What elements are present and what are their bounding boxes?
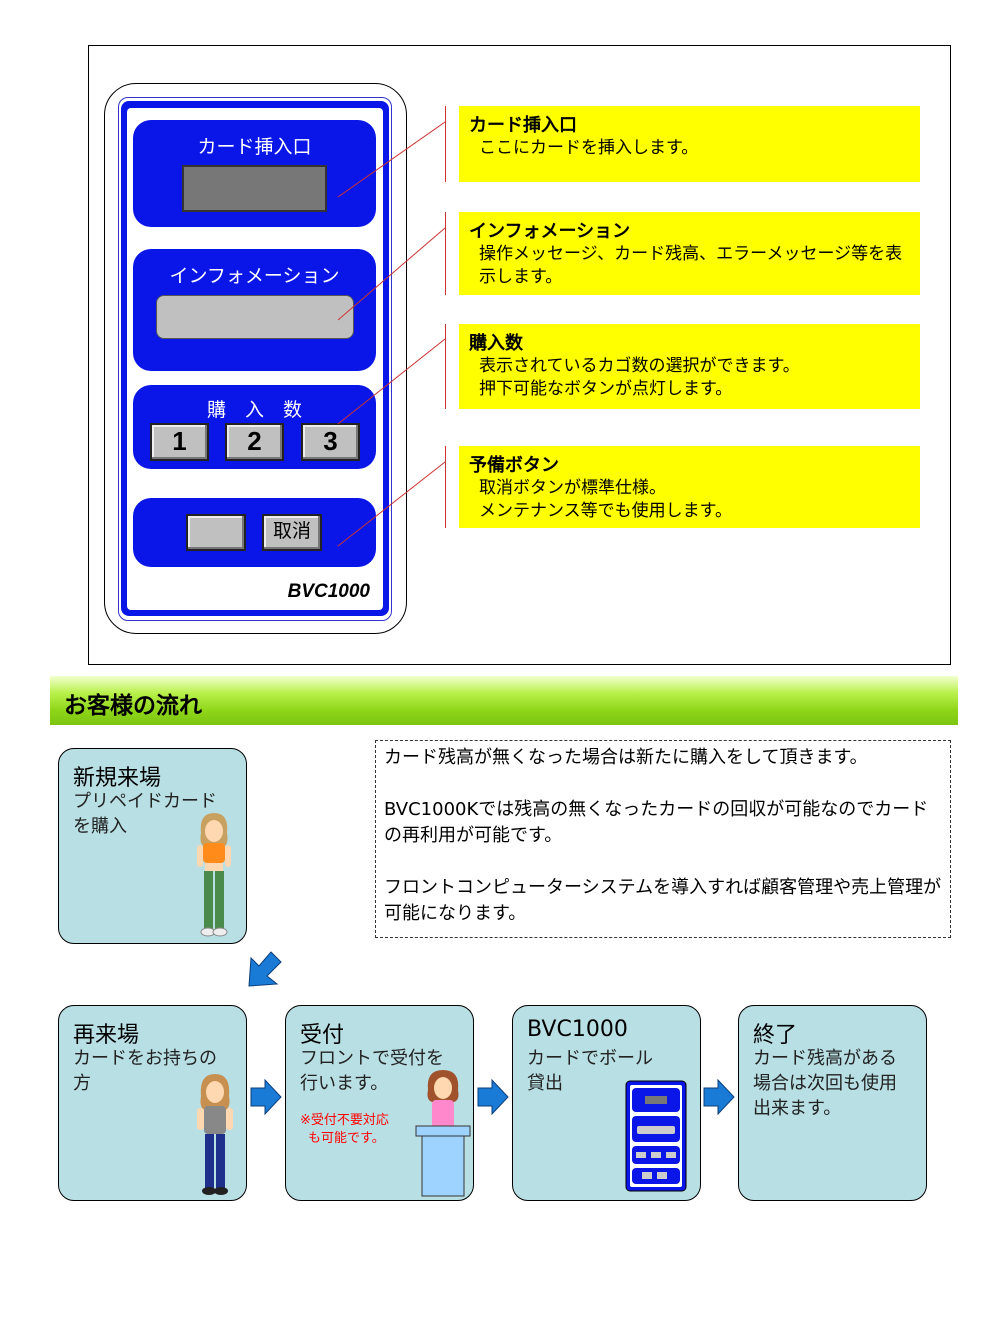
step-description: カードをお持ちの方 xyxy=(73,1048,217,1094)
note-line: フロントコンピューターシステムを導入すれば顧客管理や売上管理が可能になります。 xyxy=(384,877,942,924)
quantity-label: 購 入 数 xyxy=(206,399,302,421)
bvc1000-machine-icon xyxy=(625,1080,687,1192)
note-box: カード残高が無くなった場合は新たに購入をして頂きます。 BVC1000Kでは残高… xyxy=(375,740,951,938)
step-return-visit: 再来場 カードをお持ちの方 xyxy=(58,1005,247,1201)
spare-button-section xyxy=(133,498,376,567)
info-label: インフォメーション xyxy=(169,265,340,287)
callout-title: カード挿入口 xyxy=(469,115,577,136)
flow-header-bar xyxy=(50,676,958,725)
step-title: 終了 xyxy=(753,1023,798,1048)
callout-body: 操作メッセージ、カード残高、エラーメッセージ等を表示します。 xyxy=(479,244,903,287)
step-description: カード残高がある場合は次回も使用出来ます。 xyxy=(753,1048,897,1119)
step-title: 受付 xyxy=(300,1023,345,1048)
arrow-right-icon xyxy=(250,1078,282,1116)
card-slot[interactable] xyxy=(182,165,327,212)
cancel-button[interactable]: 取消 xyxy=(262,514,322,551)
step-description: カードでボール貸出 xyxy=(527,1048,653,1094)
reception-note-line: ※受付不要対応 xyxy=(300,1113,389,1128)
callout-bar xyxy=(445,324,446,409)
step-title: 再来場 xyxy=(73,1023,140,1048)
callout-bar xyxy=(445,212,446,295)
note-line: BVC1000Kでは残高の無くなったカードの回収が可能なのでカードの再利用が可能… xyxy=(384,799,929,846)
qty-button-1[interactable]: 1 xyxy=(150,423,209,461)
callout-body: 表示されているカゴ数の選択ができます。 xyxy=(479,356,800,376)
callout-quantity: 購入数 表示されているカゴ数の選択ができます。 押下可能なボタンが点灯します。 xyxy=(459,324,920,409)
step-bvc1000: BVC1000 カードでボール貸出 xyxy=(512,1005,701,1201)
model-label: BVC1000 xyxy=(287,581,370,602)
callout-title: 予備ボタン xyxy=(469,455,559,476)
arrow-right-icon xyxy=(477,1078,509,1116)
callout-spare-button: 予備ボタン 取消ボタンが標準仕様。 メンテナンス等でも使用します。 xyxy=(459,446,920,528)
callout-body: メンテナンス等でも使用します。 xyxy=(479,501,732,521)
reception-note-line: も可能です。 xyxy=(308,1131,385,1146)
arrow-down-left-icon xyxy=(248,951,282,987)
qty-button-3[interactable]: 3 xyxy=(301,423,360,461)
info-display xyxy=(156,295,354,339)
step-new-visit: 新規来場 プリペイドカードを購入 xyxy=(58,748,247,944)
card-slot-label: カード挿入口 xyxy=(197,136,312,158)
step-title: BVC1000 xyxy=(527,1017,628,1042)
callout-information: インフォメーション 操作メッセージ、カード残高、エラーメッセージ等を表示します。 xyxy=(459,212,920,295)
step-description: プリペイドカードを購入 xyxy=(73,791,217,837)
callout-title: インフォメーション xyxy=(469,221,631,242)
callout-card-slot: カード挿入口 ここにカードを挿入します。 xyxy=(459,106,920,182)
reception-desk-icon xyxy=(415,1070,471,1197)
callout-body: 取消ボタンが標準仕様。 xyxy=(479,478,666,498)
step-title: 新規来場 xyxy=(73,766,162,791)
step-reception: 受付 フロントで受付を行います。 xyxy=(285,1005,474,1201)
callout-body: ここにカードを挿入します。 xyxy=(479,138,699,158)
customer-figure-icon xyxy=(197,1074,233,1195)
qty-button-2[interactable]: 2 xyxy=(225,423,284,461)
device-diagram-frame xyxy=(88,45,951,665)
callout-title: 購入数 xyxy=(469,333,523,354)
step-description: フロントで受付を行います。 xyxy=(300,1048,444,1094)
flow-title: お客様の流れ xyxy=(64,693,202,719)
reception-note: ※受付不要対応 も可能です。 xyxy=(300,1112,389,1148)
customer-figure-icon xyxy=(197,813,231,937)
arrow-right-icon xyxy=(703,1078,735,1116)
spare-button[interactable] xyxy=(186,514,246,551)
step-end: 終了 カード残高がある場合は次回も使用出来ます。 xyxy=(738,1005,927,1201)
note-line: カード残高が無くなった場合は新たに購入をして頂きます。 xyxy=(384,747,868,768)
callout-body: 押下可能なボタンが点灯します。 xyxy=(479,379,733,399)
callout-bar xyxy=(445,106,446,182)
callout-bar xyxy=(445,446,446,528)
